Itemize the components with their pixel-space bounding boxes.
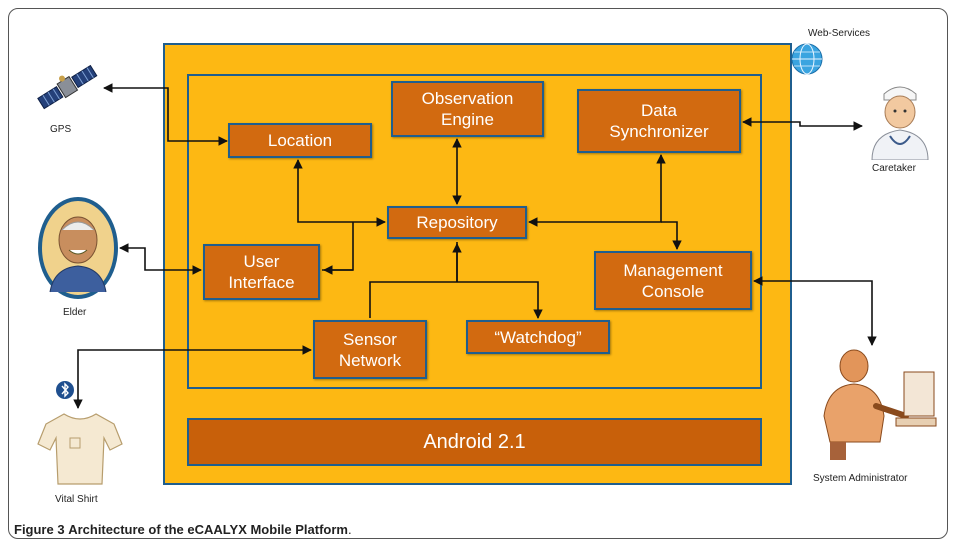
repository-sensor-watchdog-link [369,242,538,318]
repository-synchronizer-link [528,154,666,227]
globe-icon [791,43,823,75]
observation-engine-box: Observation Engine [391,81,544,137]
figure-frame [8,8,948,539]
elder-avatar [38,197,118,299]
satellite-icon [37,64,98,110]
administrator-icon [823,349,937,460]
gps-label: GPS [50,124,72,135]
shirt-icon [37,413,123,485]
user-interface-box: User Interface [203,244,320,300]
data-synchronizer-box: Data Synchronizer [577,89,741,153]
repository-management-link [661,221,682,250]
web-services-label: Web-Services [808,28,871,39]
elder-label: Elder [63,307,87,318]
middleware-container [187,74,762,389]
elder-ui-link [119,243,202,275]
location-box: Location [228,123,372,158]
gps-location-link [103,83,228,146]
ui-repository-link [322,222,354,271]
nurse-icon [871,86,929,160]
management-console-box: Management Console [594,251,752,310]
synchronizer-caretaker-link [742,117,863,131]
system-administrator-label: System Administrator [813,473,908,484]
figure-caption: Figure 3 Architecture of the eCAALYX Mob… [14,522,352,537]
caption-label: Figure 3 [14,522,65,537]
caretaker-label: Caretaker [872,163,916,174]
caption-period: . [348,522,352,537]
sensor-network-box: Sensor Network [313,320,427,379]
management-admin-link [753,276,877,346]
android-layer: Android 2.1 [187,418,762,466]
bluetooth-icon [56,381,74,399]
location-repository-link [293,159,386,227]
repository-box: Repository [387,206,527,239]
vital-shirt-label: Vital Shirt [55,494,98,505]
caption-text: Architecture of the eCAALYX Mobile Platf… [68,522,348,537]
sensor-shirt-link [73,345,312,409]
